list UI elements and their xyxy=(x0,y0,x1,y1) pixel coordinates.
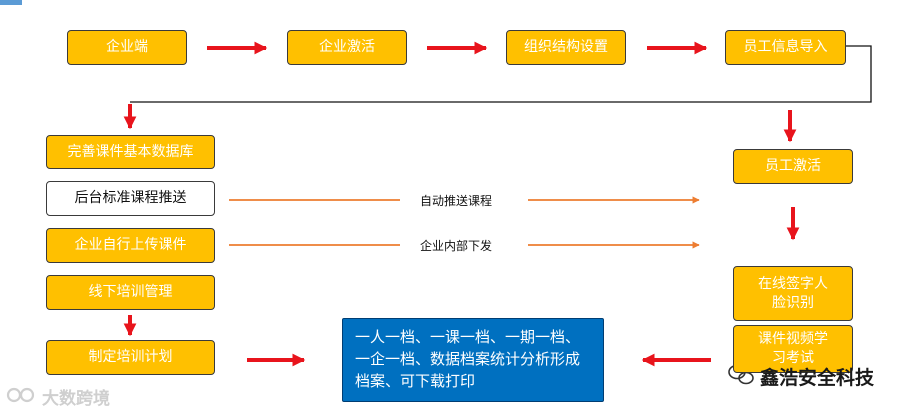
node-online-sign: 在线签字人脸识别 xyxy=(733,266,853,321)
edge-label-internal-issue: 企业内部下发 xyxy=(420,239,493,253)
node-archive: 一人一档、一课一档、一期一档、一企一档、数据档案统计分析形成档案、可下载打印 xyxy=(342,318,604,402)
watermark-logo-icon xyxy=(6,387,35,403)
node-org-structure: 组织结构设置 xyxy=(506,30,626,65)
node-courseware-study: 课件视频学习考试 xyxy=(733,325,853,373)
node-employee-activation: 员工激活 xyxy=(733,149,853,184)
node-backend-push: 后台标准课程推送 xyxy=(46,181,215,216)
node-self-upload: 企业自行上传课件 xyxy=(46,228,215,263)
connector-import-to-left xyxy=(130,45,872,103)
node-employee-import: 员工信息导入 xyxy=(725,30,846,65)
node-enterprise-activation: 企业激活 xyxy=(287,30,407,65)
node-enterprise-end: 企业端 xyxy=(67,30,187,65)
edge-label-auto-push: 自动推送课程 xyxy=(420,194,493,208)
node-offline-training: 线下培训管理 xyxy=(46,275,215,310)
node-improve-db: 完善课件基本数据库 xyxy=(46,135,215,169)
node-make-plan: 制定培训计划 xyxy=(46,340,215,375)
corner-accent xyxy=(0,0,22,5)
watermark-left: 大数跨境 xyxy=(42,389,110,409)
watermark-right: 鑫浩安全科技 xyxy=(760,367,875,389)
